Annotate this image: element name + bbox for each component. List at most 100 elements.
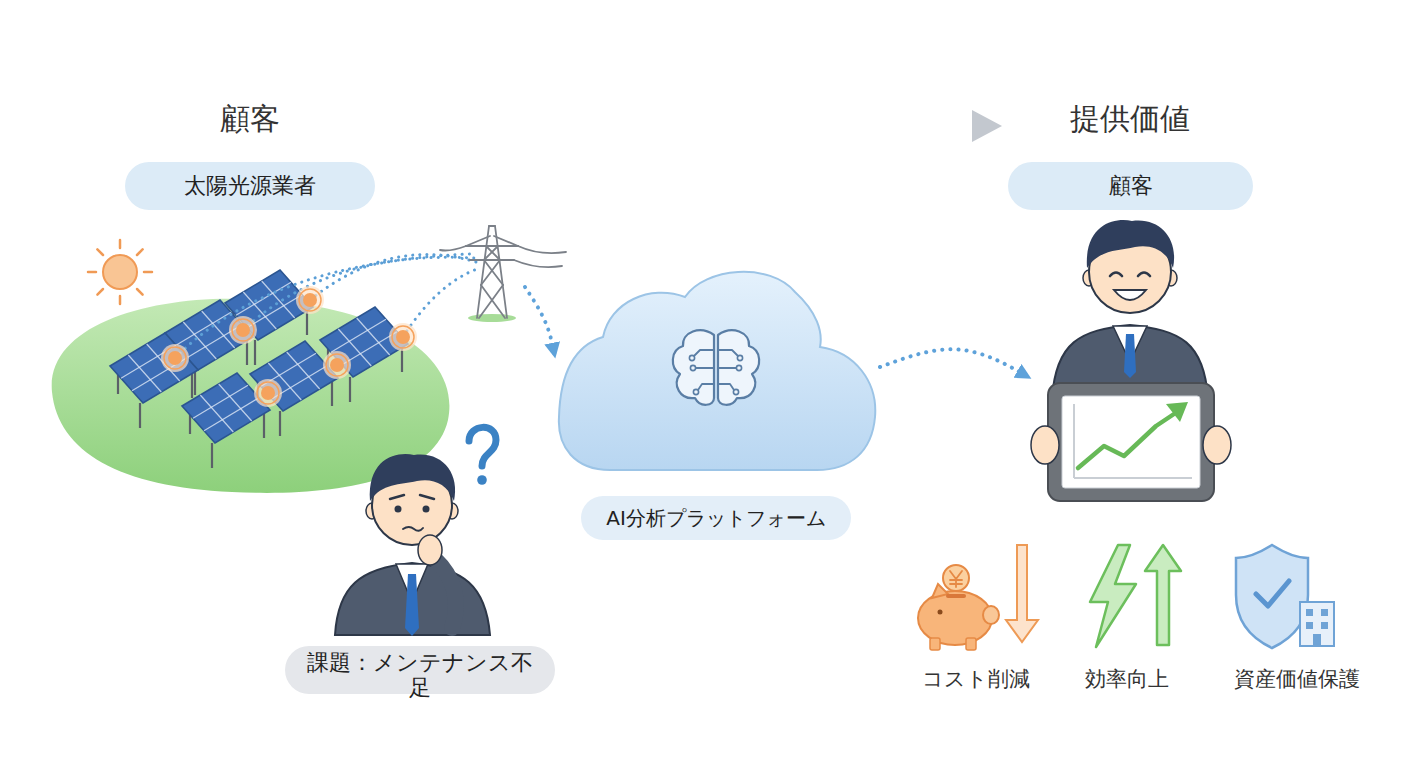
cloud-shape <box>555 262 880 477</box>
asset-icon-part <box>1306 622 1313 629</box>
cost-icon-part <box>930 638 940 650</box>
sensor-dots-part <box>254 379 282 407</box>
sun-icon-part-part <box>137 249 143 255</box>
sensor-dots-part <box>229 316 257 344</box>
happy-person <box>1052 220 1208 398</box>
cost-icon <box>918 545 1038 650</box>
efficiency-icon <box>1090 545 1181 647</box>
cost-icon-part <box>938 610 943 615</box>
worried-person-part-part <box>446 503 458 519</box>
power-tower-part <box>466 245 518 247</box>
sun-icon-part <box>88 240 152 304</box>
worried-person-part-part <box>423 506 430 513</box>
power-tower-part <box>518 246 566 253</box>
node-text: AI分析プラットフォーム <box>581 496 851 540</box>
cost-icon-part <box>943 565 969 591</box>
sun-icon-part-part <box>144 271 152 274</box>
power-tower-part <box>495 226 507 318</box>
happy-person-part-part <box>1114 290 1146 300</box>
power-tower-part <box>479 285 503 318</box>
brain-icon-part-part <box>718 384 734 390</box>
worried-person-part-part <box>403 527 423 531</box>
sensor-signal-lines-part <box>310 254 476 300</box>
question-mark-part <box>469 427 496 466</box>
brain-icon-part-part <box>736 365 741 370</box>
sun-icon-part-part <box>119 240 122 248</box>
power-tower-part <box>494 236 518 246</box>
asset-icon-part <box>1321 622 1328 629</box>
sensor-dots-part <box>296 286 324 314</box>
grass-ground-part <box>52 299 450 493</box>
solar-panels-part <box>225 270 313 365</box>
power-tower-part <box>468 314 516 322</box>
question-mark <box>469 427 496 484</box>
sensor-dots-part <box>389 323 417 351</box>
worried-person-part <box>396 564 428 602</box>
brain-icon-part <box>673 330 714 404</box>
node-text: 課題：メンテナンス不足 <box>285 646 555 705</box>
asset-icon-part <box>1300 602 1334 646</box>
sensor-signal-lines-part <box>175 254 470 358</box>
happy-person-part-part <box>1138 273 1150 277</box>
solar-panels-part <box>165 300 253 395</box>
brain-icon-part-part <box>690 365 695 370</box>
happy-person-part <box>1052 325 1208 398</box>
solar-panels <box>110 270 408 468</box>
tablet-chart-part <box>1074 477 1192 479</box>
value-label: 資産価値保護 <box>1177 667 1408 692</box>
grass-ground <box>52 299 450 493</box>
brain-icon-part-part <box>694 350 714 356</box>
worried-person-part-part <box>420 495 434 499</box>
brain-icon-part-part <box>718 350 738 356</box>
brain-icon-part <box>718 330 759 404</box>
brain-icon-part-part <box>696 367 714 369</box>
asset-icon-part <box>1306 609 1313 616</box>
worried-person-part <box>436 560 456 628</box>
cost-icon-part <box>950 571 962 587</box>
brain-icon-part-part <box>733 389 738 394</box>
question-mark-part <box>477 475 487 485</box>
value-label: コスト削減 <box>856 667 1096 692</box>
brain-icon-part-part <box>718 367 736 369</box>
sensor-signal-lines-part <box>403 268 480 337</box>
solar-panels-part <box>250 341 338 436</box>
customer-group: 顧客 <box>1030 160 1260 510</box>
sun-icon-part-part <box>119 296 122 304</box>
brain-icon-part-part <box>689 355 694 360</box>
efficiency-icon-part <box>1090 545 1136 647</box>
power-tower-part <box>486 246 500 260</box>
worried-person-part <box>335 563 490 635</box>
brain-icon-part-part <box>737 355 742 360</box>
tablet-chart-part <box>1048 383 1214 501</box>
sun-icon <box>88 240 152 304</box>
solar-panels-part <box>110 333 198 428</box>
cost-icon-part <box>932 584 948 598</box>
tablet-chart <box>1031 383 1231 501</box>
node-text: 太陽光源業者 <box>125 162 375 210</box>
tablet-chart-part <box>1078 414 1174 468</box>
sun-icon-part <box>103 255 137 289</box>
issue-pill: 課題：メンテナンス不足 <box>285 646 555 694</box>
power-tower-part <box>484 260 503 285</box>
flow-arrow <box>405 110 1002 142</box>
power-tower <box>440 226 566 322</box>
cloud-outline <box>559 272 875 470</box>
asset-icon <box>1236 545 1334 648</box>
sun-icon-part-part <box>137 289 143 295</box>
sensor-dots <box>161 286 417 407</box>
tablet-chart-part <box>1073 404 1075 478</box>
tablet-chart-part <box>1062 396 1200 488</box>
sun-icon-part-part <box>97 249 103 255</box>
happy-person-part <box>1113 326 1147 362</box>
cost-icon-part <box>918 591 992 645</box>
cost-icon-part <box>966 638 976 650</box>
asset-icon-part <box>1321 609 1328 616</box>
brain-icon-part <box>689 355 742 394</box>
worried-person-part <box>405 574 419 636</box>
worried-person-part-part <box>395 506 402 513</box>
